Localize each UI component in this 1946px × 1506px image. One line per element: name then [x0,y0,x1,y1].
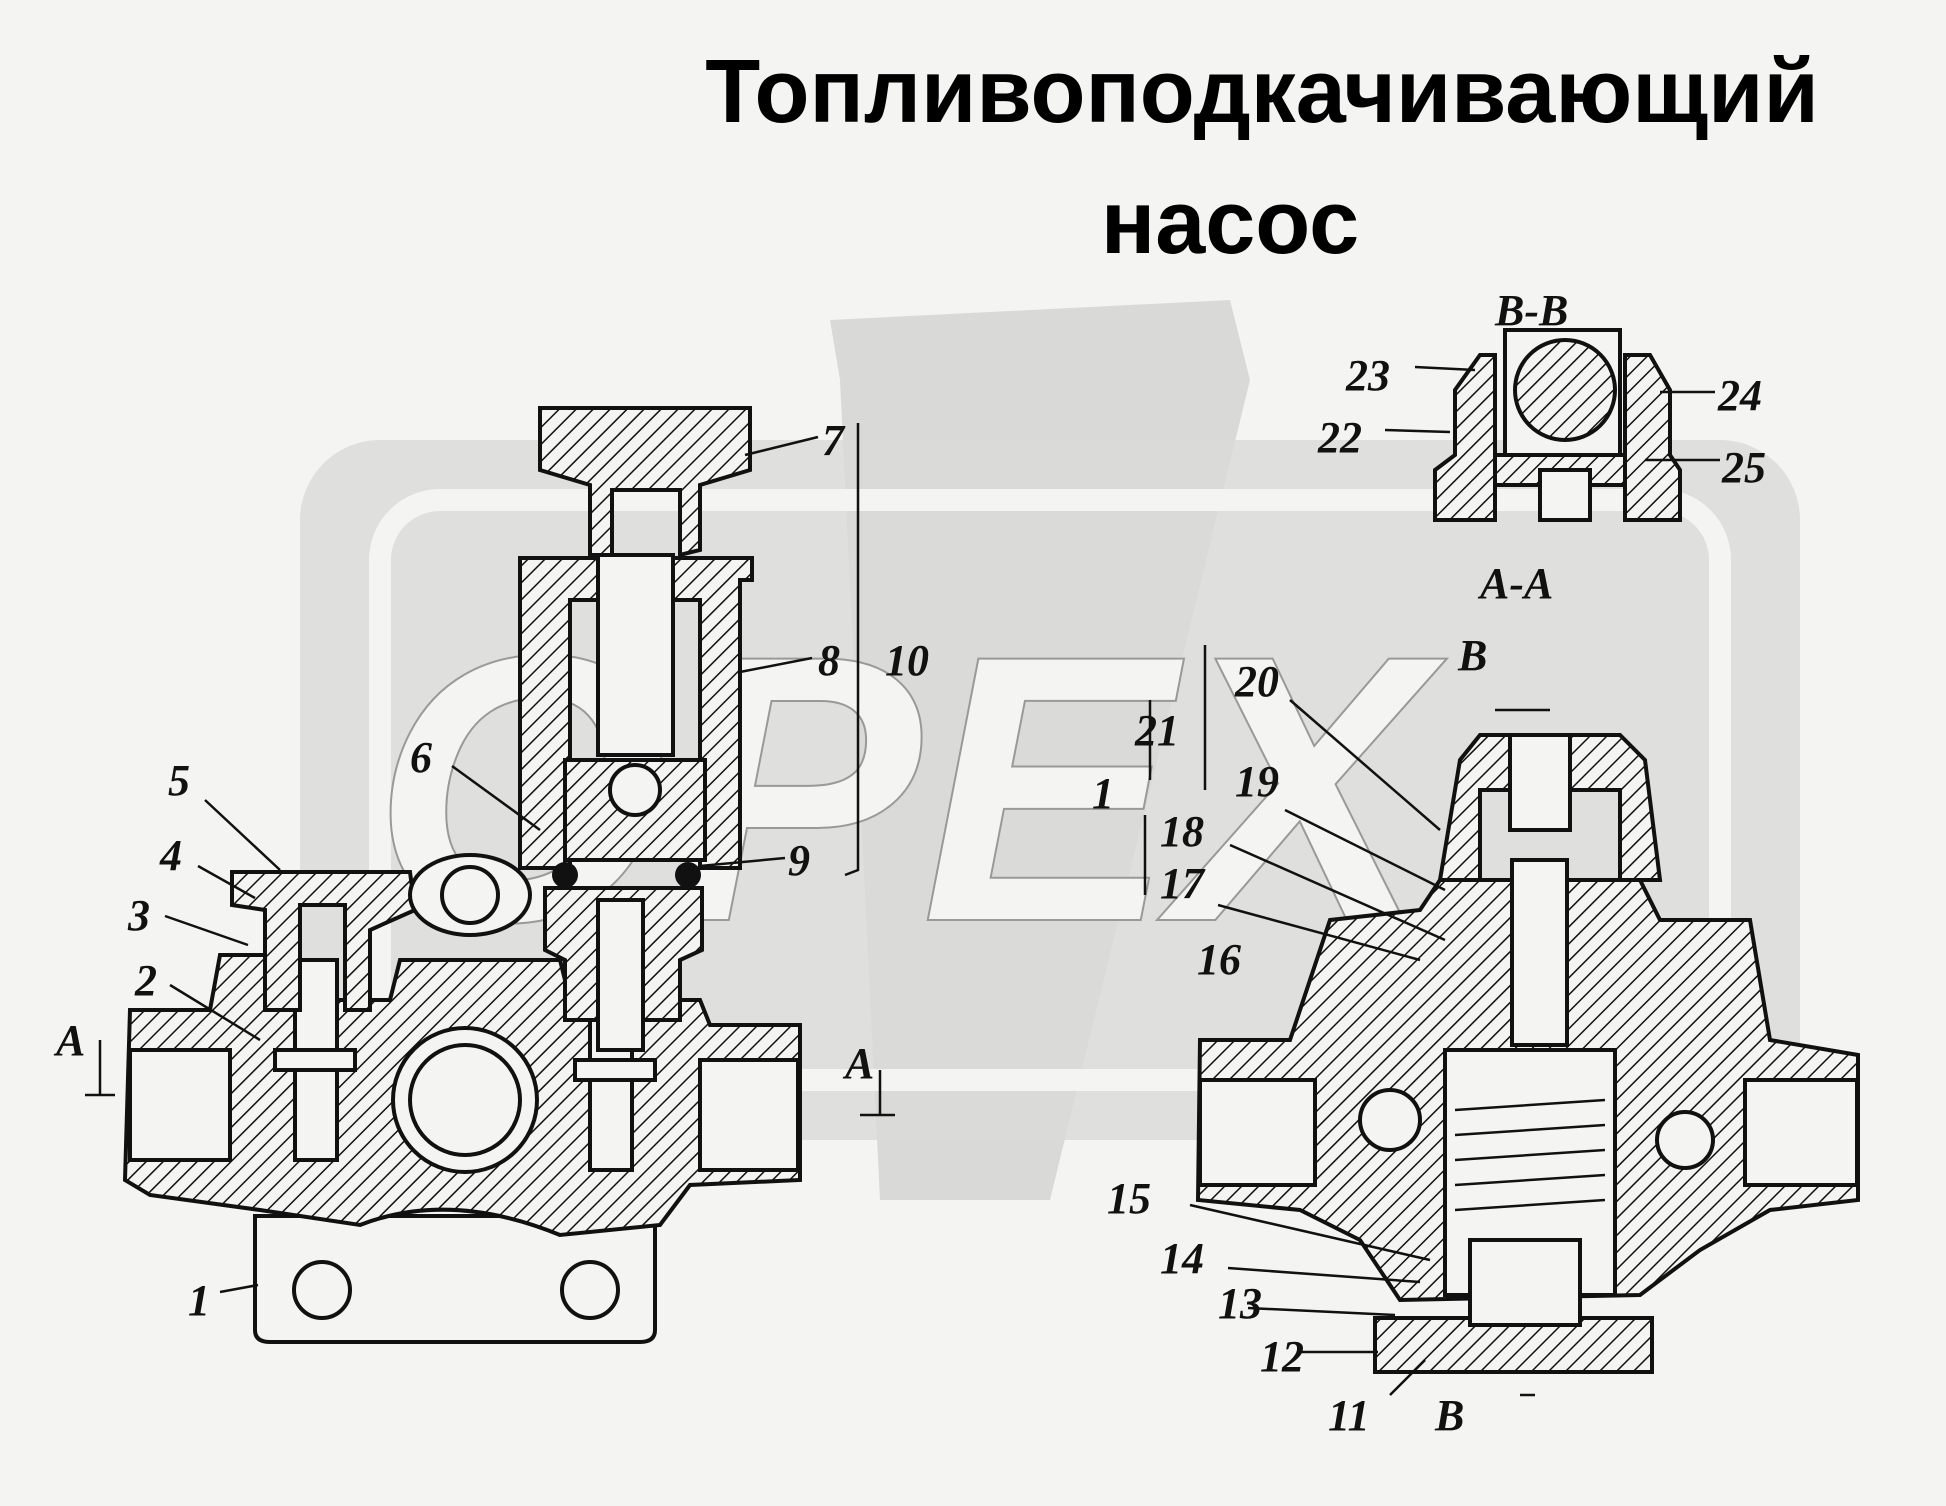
label-12: 12 [1260,1332,1304,1381]
section-a-a-view [1195,733,1860,1374]
label-18: 18 [1160,807,1204,856]
dome [1437,733,1663,882]
title-line-1: Топливоподкачивающий [705,42,1819,142]
label-17: 17 [1160,859,1206,908]
label-3: 3 [127,891,150,940]
label-4: 4 [159,831,182,880]
label-13: 13 [1218,1279,1262,1328]
label-25: 25 [1721,443,1766,492]
label-10: 10 [885,636,929,685]
section-mark-a-left: A [53,1016,85,1065]
leader-lines [85,365,1720,1397]
label-20: 20 [1234,657,1279,706]
section-mark-a-right: A [842,1039,874,1088]
section-title-a-a: A-A [1477,559,1553,608]
section-mark-b-bottom: B [1434,1391,1464,1440]
label-9: 9 [788,836,810,885]
label-6: 6 [410,733,432,782]
label-22: 22 [1317,413,1362,462]
label-11: 11 [1328,1391,1370,1440]
label-23: 23 [1345,351,1390,400]
label-5: 5 [168,756,190,805]
label-7: 7 [822,416,846,465]
section-title-b-b: B-B [1494,286,1568,335]
label-8: 8 [818,636,840,685]
label-2: 2 [134,956,157,1005]
label-1-left: 1 [188,1276,210,1325]
part-labels: 7 8 10 6 5 4 3 2 A A 9 1 B-B 23 24 22 25… [53,286,1766,1440]
pump-cylinder [518,556,754,870]
label-19: 19 [1235,757,1279,806]
title-line-2: насос [1101,173,1359,273]
section-b-b-view [1433,328,1682,522]
label-14: 14 [1160,1234,1204,1283]
label-21: 21 [1134,706,1179,755]
label-1-right: 1 [1092,769,1114,818]
pump-handle [538,406,752,558]
label-16: 16 [1197,935,1241,984]
label-15: 15 [1107,1174,1151,1223]
label-24: 24 [1717,371,1762,420]
mounting-flange [253,1214,657,1344]
section-mark-b-top: B [1457,631,1487,680]
left-pump-view [122,406,802,1344]
